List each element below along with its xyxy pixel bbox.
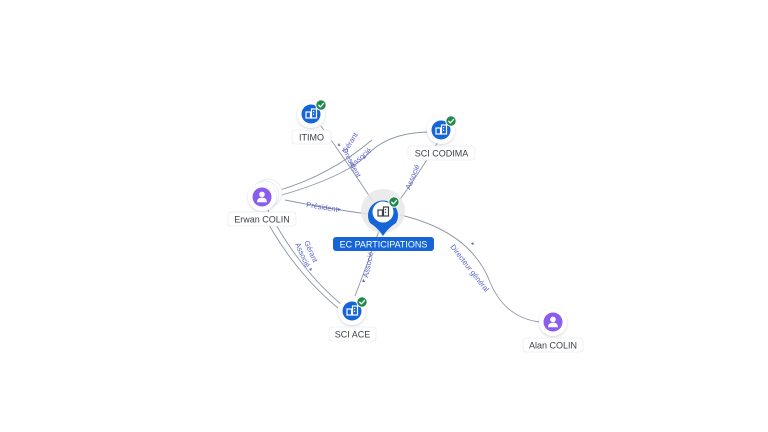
node-label-box <box>407 145 476 161</box>
node-ec-participations[interactable]: EC PARTICIPATIONS <box>333 189 434 251</box>
node-label-box <box>522 337 584 353</box>
edge-label-ace-ec: Associé <box>361 251 375 279</box>
edge-erwan-ace-2[interactable]: Associé <box>261 211 339 309</box>
node-label-box <box>227 211 297 227</box>
node-label-box <box>291 129 332 145</box>
edge-label-erwan-ec: Président <box>306 200 340 214</box>
node-label-alan: Alan COLIN <box>529 341 577 351</box>
node-label-ec: EC PARTICIPATIONS <box>340 240 428 250</box>
verified-badge <box>445 115 457 127</box>
verified-badge <box>388 196 400 208</box>
edges-layer: Président Président Gérant Associé Assoc… <box>261 125 541 323</box>
node-label-box <box>328 326 377 342</box>
verified-badge <box>315 99 327 111</box>
node-label-itimo: ITIMO <box>299 133 324 143</box>
edge-erwan-ec[interactable]: Président <box>284 199 369 215</box>
verified-badge <box>356 296 368 308</box>
node-itimo[interactable]: ITIMO <box>291 99 332 145</box>
node-label-codima: SCI CODIMA <box>415 149 469 159</box>
edge-alan-ec[interactable]: Directeur général <box>395 213 541 323</box>
node-alan-colin[interactable]: Alan COLIN <box>522 308 584 353</box>
node-label-ace: SCI ACE <box>335 330 371 340</box>
edge-label-codima-ec: Associé <box>404 163 422 191</box>
center-label-box <box>333 237 434 251</box>
node-sci-ace[interactable]: SCI ACE <box>328 296 377 342</box>
node-label-erwan: Erwan COLIN <box>234 215 290 225</box>
node-erwan-colin[interactable]: Erwan COLIN <box>227 178 297 227</box>
node-sci-codima[interactable]: SCI CODIMA <box>407 115 476 161</box>
